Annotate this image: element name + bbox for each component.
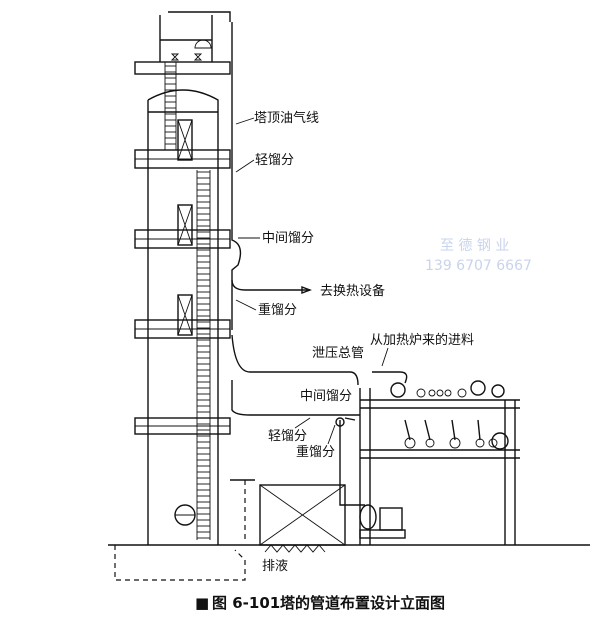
label-light-fraction-upper: 轻馏分	[255, 153, 294, 168]
label-overhead-vapor-line: 塔顶油气线	[254, 110, 319, 126]
pump	[359, 504, 406, 539]
ladder	[164, 62, 211, 540]
label-middle-fraction-upper: 中间馏分	[262, 231, 314, 246]
caption-title: 塔的管道布置设计立面图	[280, 594, 445, 612]
distillation-column	[147, 89, 219, 545]
label-heavy-fraction-upper: 重馏分	[258, 302, 297, 318]
watermark-phone: 139 6707 6667	[425, 258, 532, 274]
watermark-company: 至 德 钢 业	[440, 238, 509, 254]
process-piping	[230, 22, 481, 540]
label-to-heat-exchanger: 去换热设备	[320, 283, 385, 299]
label-middle-fraction-lower: 中间馏分	[300, 389, 352, 404]
caption-figure-number: 图 6-101	[212, 594, 280, 612]
equipment-box	[259, 484, 346, 546]
label-light-fraction-lower: 轻馏分	[268, 429, 307, 444]
pipe-rack	[359, 380, 520, 545]
platform-3	[134, 319, 231, 339]
platform-2	[134, 229, 231, 249]
label-heavy-fraction-lower: 重馏分	[296, 444, 335, 460]
top-platform	[134, 11, 231, 75]
manholes	[174, 119, 196, 526]
platform-1	[134, 149, 231, 169]
label-drain: 排液	[262, 559, 288, 574]
label-feed-from-furnace: 从加热炉来的进料	[370, 332, 474, 348]
caption-marker: ■	[195, 594, 209, 612]
platform-4	[134, 417, 231, 435]
label-relief-header: 泄压总管	[312, 346, 364, 361]
ground-and-foundation	[108, 544, 590, 581]
